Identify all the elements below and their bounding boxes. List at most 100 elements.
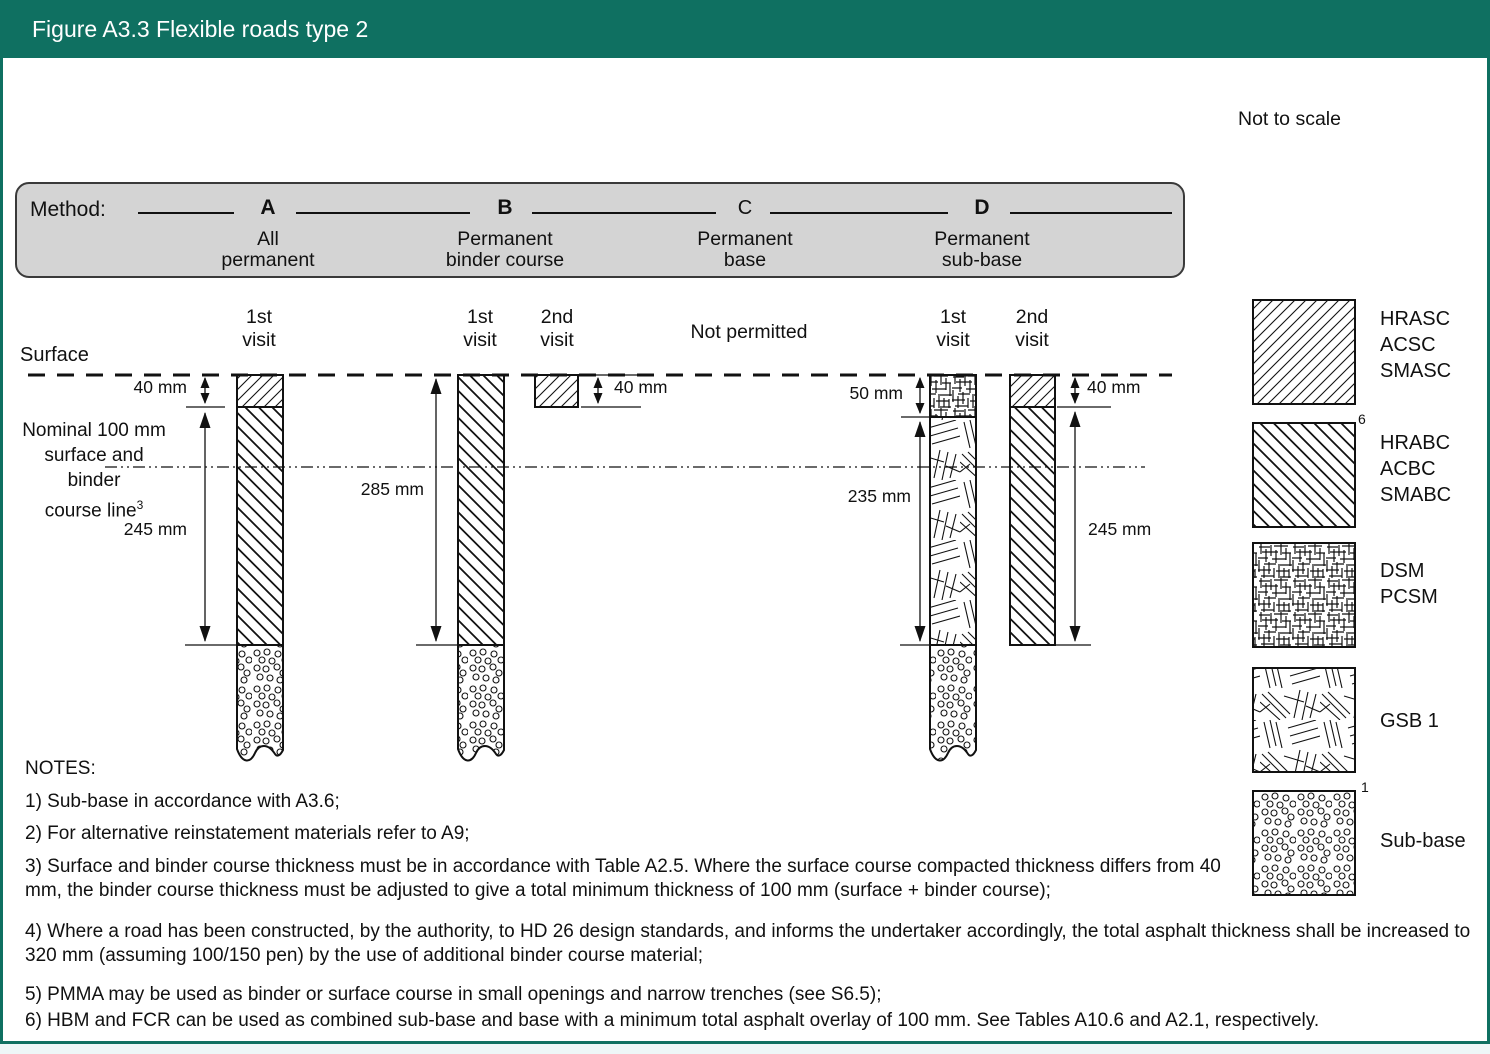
visit-label-line: 1st [245,306,272,328]
method-sublabel-d: Permanent sub-base [900,229,1064,271]
note-4: 4) Where a road has been constructed, by… [25,921,1471,966]
note-2: 2) For alternative reinstatement materia… [25,823,470,844]
method-rule [138,212,234,214]
dim-label-d1-50mm: 50 mm [849,383,903,403]
legend-swatch-gsb1 [1252,667,1356,773]
dim-label-d1-235mm: 235 mm [847,486,911,506]
legend-label-line: Sub-base [1380,830,1466,852]
legend-label-binder-course: HRABC ACBC SMABC [1380,430,1451,508]
method-sublabel-c: Permanent base [660,229,830,271]
visit-label-line: visit [1015,329,1049,351]
legend-superscript-6: 6 [1358,411,1366,427]
method-letter-b: B [497,196,513,219]
method-letter-a: A [260,196,276,219]
surface-label: Surface [20,344,89,366]
column-d1-subbase-layer [930,645,976,761]
figure-title-bar: Figure A3.3 Flexible roads type 2 [0,0,1490,58]
column-a-surface-layer [236,374,284,408]
method-sublabel-line: sub-base [941,249,1023,271]
method-label: Method: [30,198,106,221]
nominal-line-label-line: surface and binder [44,445,144,491]
method-rule [1010,212,1172,214]
not-to-scale-note: Not to scale [1238,108,1341,130]
dim-label-d2-40mm: 40 mm [1087,377,1141,397]
bottom-strip [0,1044,1490,1054]
nominal-line-superscript: 3 [136,498,144,512]
method-sublabel-line: permanent [221,249,315,271]
column-b-second-visit-surface [534,374,579,408]
figure-title: Figure A3.3 Flexible roads type 2 [32,16,369,42]
column-d1-gsb-layer [929,416,977,646]
legend-label-line: GSB 1 [1380,710,1439,732]
visit-label-d-first: 1st visit [918,306,988,352]
column-d1-dsm-layer [929,374,977,418]
legend-swatch-surface-course [1252,299,1356,405]
method-rule [296,212,470,214]
legend-label-line: ACBC [1380,458,1436,480]
visit-label-b-first: 1st visit [445,306,515,352]
column-b-binder-layer [457,374,505,646]
dim-label-a-245mm: 245 mm [123,519,187,539]
visit-label-line: 1st [466,306,493,328]
legend-swatches [1252,299,1356,896]
method-letter-c: C [737,197,753,219]
legend-label-line: SMASC [1380,360,1452,382]
dimension-lines [185,374,1111,646]
legend-label-line: DSM [1380,560,1425,582]
legend-label-surface-course: HRASC ACSC SMASC [1380,306,1451,384]
method-sublabel-line: binder course [445,249,565,271]
column-d1-subbase-outline [929,645,977,762]
method-sublabel-line: All [257,228,279,250]
method-sublabel-line: base [723,249,767,271]
dim-label-b-285mm: 285 mm [360,479,424,499]
column-a-first-visit [236,374,284,762]
method-sublabel-line: Permanent [934,228,1030,250]
notes-heading: NOTES: [25,758,96,779]
note-5: 5) PMMA may be used as binder or surface… [25,984,882,1005]
column-b-subbase-outline [457,645,505,762]
method-rule [532,212,716,214]
visit-label-a-first: 1st visit [224,306,294,352]
column-a-binder-layer [236,406,284,646]
visit-label-line: visit [936,329,970,351]
legend-label-dsm: DSM PCSM [1380,558,1438,610]
legend-superscript-1: 1 [1361,779,1369,795]
legend-swatch-dsm [1252,542,1356,648]
legend-label-line: HRABC [1380,432,1451,454]
note-1: 1) Sub-base in accordance with A3.6; [25,791,340,812]
method-letter-d: D [974,196,990,219]
frame-border-left [0,0,3,1044]
legend-label-line: ACSC [1380,334,1436,356]
legend-swatch-subbase [1252,790,1356,896]
cross-section-diagram [28,299,1356,896]
column-b-first-visit [457,374,505,762]
nominal-line-label-line: course line3 [20,493,168,523]
dim-label-b2-40mm: 40 mm [614,377,668,397]
note-3: 3) Surface and binder course thickness m… [25,856,1221,901]
frame-border-bottom [0,1041,1490,1044]
column-b-subbase-layer [458,645,504,761]
column-a-subbase-layer [237,645,283,761]
visit-label-d-second: 2nd visit [997,306,1067,352]
method-bar [15,182,1185,278]
method-sublabel-line: Permanent [697,228,793,250]
legend-label-subbase: Sub-base [1380,828,1466,854]
visit-label-line: visit [463,329,497,351]
method-sublabel-b: Permanent binder course [420,229,590,271]
column-d-second-visit [1009,374,1056,646]
legend-swatch-binder-course [1252,422,1356,528]
nominal-line-label-text: course line [44,500,137,522]
nominal-line-label-line: Nominal 100 mm [22,420,166,441]
method-rule [770,212,948,214]
column-d2-surface-layer [1009,374,1056,408]
visit-label-line: visit [242,329,276,351]
note-6: 6) HBM and FCR can be used as combined s… [25,1010,1320,1031]
column-d2-binder-layer [1009,406,1056,646]
legend-label-gsb1: GSB 1 [1380,708,1439,734]
method-sublabel-line: Permanent [457,228,553,250]
visit-label-line: visit [540,329,574,351]
legend-label-line: PCSM [1380,586,1438,608]
frame-border-right [1487,0,1490,1044]
nominal-line-label: Nominal 100 mm surface and binder course… [20,418,168,523]
column-a-subbase-outline [236,645,284,762]
